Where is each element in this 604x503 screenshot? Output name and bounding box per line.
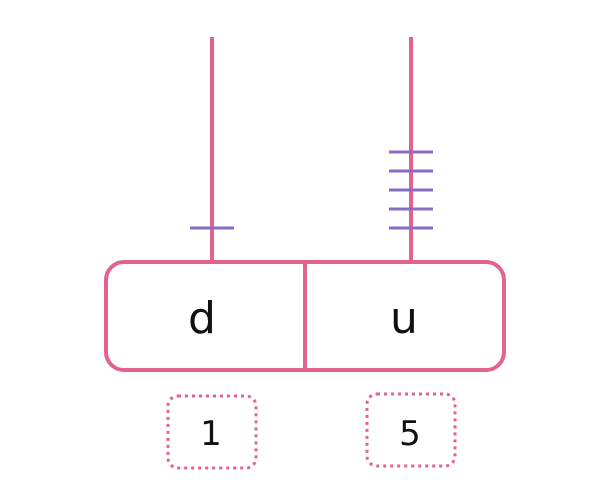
value-units: 5 <box>399 414 421 454</box>
value-box-units <box>365 392 457 468</box>
beads-units <box>389 150 433 230</box>
label-units: u <box>390 293 418 344</box>
value-tens: 1 <box>200 414 222 454</box>
value-box-tens <box>166 394 258 470</box>
label-tens: d <box>188 293 216 344</box>
